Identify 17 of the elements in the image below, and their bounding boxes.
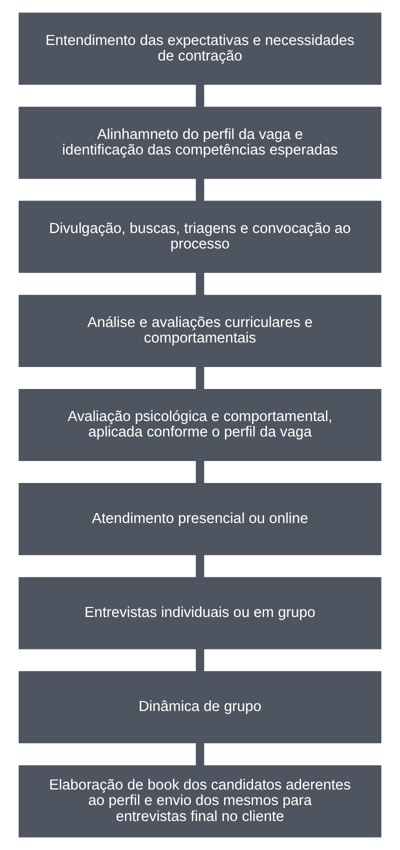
node-box: Elaboração de book dos candidatos aderentes ao perfil e envio dos mesmos para entrevistas final no cliente [18,765,382,838]
node-box: Entrevistas individuais ou em grupo [18,577,382,650]
connector [196,648,204,672]
node-box: Alinhamneto do perfil da vaga e identificação das competências esperadas [18,106,382,179]
connector [196,554,204,578]
connector [196,742,204,766]
node-box: Entendimento das expectativas e necessidades de contração [18,12,382,85]
connector [196,84,204,108]
node-box: Análise e avaliações curriculares e comportamentais [18,294,382,367]
node-box: Dinâmica de grupo [18,671,382,744]
connector [196,460,204,484]
node-box: Divulgação, buscas, triagens e convocação ao processo [18,200,382,273]
node-box: Atendimento presencial ou online [18,483,382,556]
connector [196,366,204,390]
connector [196,178,204,202]
connector [196,272,204,296]
node-box: Avaliação psicológica e comportamental, aplicada conforme o perfil da vaga [18,388,382,462]
